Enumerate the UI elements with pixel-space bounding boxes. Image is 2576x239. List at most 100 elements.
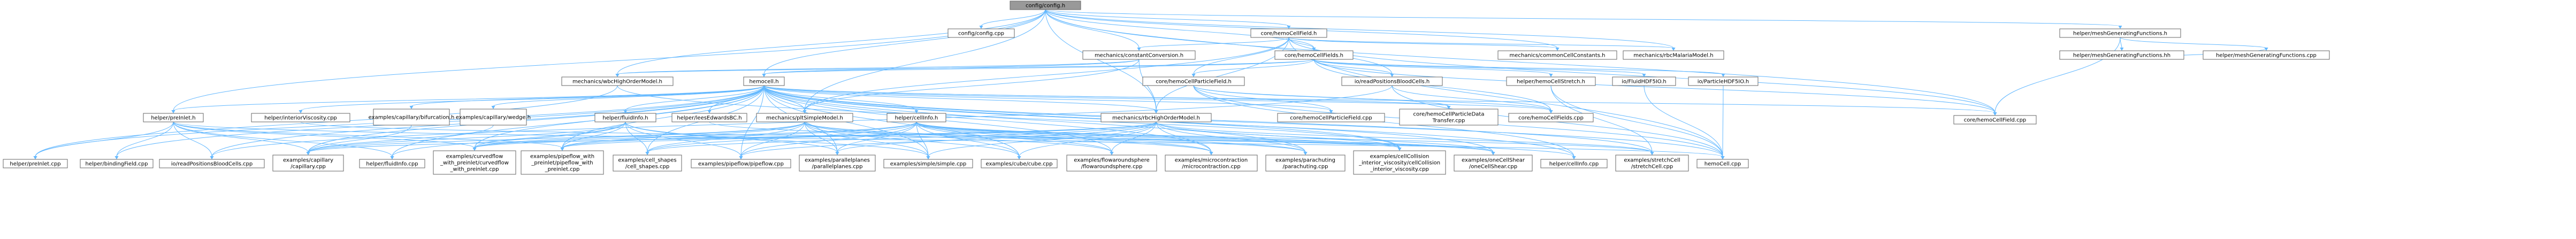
node-parachuting[interactable]: examples/parachuting/parachuting.cpp [1265, 155, 1346, 172]
node-box[interactable] [743, 76, 785, 86]
node-box[interactable] [1399, 109, 1499, 126]
node-preinlet_h[interactable]: helper/preInlet.h [143, 113, 204, 122]
node-box[interactable] [1953, 115, 2037, 125]
node-hcf_cpp[interactable]: core/hemoCellField.cpp [1953, 115, 2037, 125]
node-box[interactable] [359, 159, 425, 168]
node-hemocell[interactable]: hemocell.h [743, 76, 785, 86]
node-wbc[interactable]: mechanics/wbcHighOrderModel.h [561, 76, 674, 86]
node-hemocell_cpp[interactable]: hemoCell.cpp [1696, 159, 1749, 168]
node-curvedflow[interactable]: examples/curvedflow_with_preinlet/curved… [433, 150, 516, 175]
node-readpos_cpp[interactable]: io/readPositionsBloodCells.cpp [159, 159, 265, 168]
node-box[interactable] [1615, 155, 1689, 172]
node-box[interactable] [756, 113, 853, 122]
node-box[interactable] [433, 150, 516, 175]
node-preinlet_cpp[interactable]: helper/preInlet.cpp [3, 159, 68, 168]
node-box[interactable] [1454, 155, 1533, 172]
node-box[interactable] [1688, 76, 1759, 86]
node-rbc[interactable]: mechanics/rbcHighOrderModel.h [1100, 113, 1212, 122]
node-configcpp[interactable]: config/config.cpp [947, 28, 1015, 38]
node-box[interactable] [143, 113, 204, 122]
node-box[interactable] [1165, 155, 1258, 172]
node-box[interactable] [947, 28, 1015, 38]
node-simple[interactable]: examples/simple/simple.cpp [883, 159, 973, 168]
node-pipeflow_pre[interactable]: examples/pipeflow_with_preinlet/pipeflow… [521, 150, 604, 175]
node-box[interactable] [2059, 50, 2184, 60]
node-box[interactable] [886, 113, 946, 122]
node-stretchcell[interactable]: examples/stretchCell/stretchCell.cpp [1615, 155, 1689, 172]
node-box[interactable] [1623, 50, 1724, 60]
node-bifurcation[interactable]: examples/capillary/bifurcation.h [369, 109, 455, 126]
node-fluidinfo_h[interactable]: helper/fluidInfo.h [594, 113, 656, 122]
node-fluidinfo_cpp[interactable]: helper/fluidInfo.cpp [359, 159, 425, 168]
node-pipeflow[interactable]: examples/pipeflow/pipeflow.cpp [691, 159, 791, 168]
node-meshgen_hh[interactable]: helper/meshGeneratingFunctions.hh [2059, 50, 2184, 60]
node-box[interactable] [1250, 28, 1327, 38]
node-box[interactable] [1612, 76, 1676, 86]
node-wedge[interactable]: examples/capillary/wedge.h [456, 109, 531, 126]
node-box[interactable] [521, 150, 604, 175]
node-constconv[interactable]: mechanics/constantConversion.h [1082, 50, 1196, 60]
node-box[interactable] [1277, 113, 1385, 122]
node-box[interactable] [1010, 1, 1081, 10]
node-box[interactable] [1066, 155, 1157, 172]
node-interiorvisc[interactable]: helper/interiorViscosity.cpp [251, 113, 350, 122]
node-box[interactable] [799, 155, 876, 172]
node-cellinfo_h[interactable]: helper/cellInfo.h [886, 113, 946, 122]
node-leeds[interactable]: helper/leesEdwardsBC.h [671, 113, 747, 122]
node-box[interactable] [1353, 150, 1446, 175]
node-hcf_h[interactable]: core/hemoCellField.h [1250, 28, 1327, 38]
node-box[interactable] [1497, 50, 1617, 60]
node-cellinfo_cpp[interactable]: helper/cellInfo.cpp [1540, 159, 1608, 168]
node-meshgen_cpp[interactable]: helper/meshGeneratingFunctions.cpp [2203, 50, 2330, 60]
node-box[interactable] [1508, 113, 1594, 122]
node-cellcollision[interactable]: examples/cellCollision_interior_viscosit… [1353, 150, 1446, 175]
node-hcfs_cpp[interactable]: core/hemoCellFields.cpp [1508, 113, 1594, 122]
node-box[interactable] [1082, 50, 1196, 60]
node-box[interactable] [1265, 155, 1346, 172]
node-flowsphere[interactable]: examples/flowaroundsphere/flowaroundsphe… [1066, 155, 1157, 172]
node-box[interactable] [460, 109, 527, 126]
node-root[interactable]: config/config.h [1010, 1, 1081, 10]
node-box[interactable] [691, 159, 791, 168]
node-microcontr[interactable]: examples/microcontraction/microcontracti… [1165, 155, 1258, 172]
node-parallelplanes[interactable]: examples/parallelplanes/parallelplanes.c… [799, 155, 876, 172]
node-rbcmalaria[interactable]: mechanics/rbcMalariaModel.h [1623, 50, 1724, 60]
node-box[interactable] [1274, 50, 1354, 60]
node-box[interactable] [883, 159, 973, 168]
node-box[interactable] [1142, 76, 1245, 86]
node-hcfs_h[interactable]: core/hemoCellFields.h [1274, 50, 1354, 60]
node-box[interactable] [159, 159, 265, 168]
node-stretch_h[interactable]: helper/hemoCellStretch.h [1506, 76, 1596, 86]
node-box[interactable] [1696, 159, 1749, 168]
node-fluidhdf5[interactable]: io/FluidHDF5IO.h [1612, 76, 1676, 86]
node-commonconst[interactable]: mechanics/commonCellConstants.h [1497, 50, 1617, 60]
node-parthdf5[interactable]: io/ParticleHDF5IO.h [1688, 76, 1759, 86]
node-box[interactable] [1100, 113, 1212, 122]
node-bindingfield[interactable]: helper/bindingField.cpp [80, 159, 154, 168]
node-capillary[interactable]: examples/capillary/capillary.cpp [272, 155, 344, 172]
node-box[interactable] [272, 155, 344, 172]
node-box[interactable] [373, 109, 450, 126]
node-box[interactable] [1341, 76, 1443, 86]
node-box[interactable] [251, 113, 350, 122]
node-box[interactable] [80, 159, 154, 168]
node-cellshapes[interactable]: examples/cell_shapes/cell_shapes.cpp [613, 155, 682, 172]
node-box[interactable] [1540, 159, 1608, 168]
node-box[interactable] [2203, 50, 2330, 60]
node-hcpf_cpp[interactable]: core/hemoCellParticleField.cpp [1277, 113, 1385, 122]
node-readpos_h[interactable]: io/readPositionsBloodCells.h [1341, 76, 1443, 86]
node-box[interactable] [561, 76, 674, 86]
node-cube[interactable]: examples/cube/cube.cpp [981, 159, 1058, 168]
node-box[interactable] [613, 155, 682, 172]
node-box[interactable] [594, 113, 656, 122]
node-hcpf_h[interactable]: core/hemoCellParticleField.h [1142, 76, 1245, 86]
node-box[interactable] [981, 159, 1058, 168]
node-meshgen_h[interactable]: helper/meshGeneratingFunctions.h [2059, 28, 2181, 38]
node-box[interactable] [671, 113, 747, 122]
node-box[interactable] [3, 159, 68, 168]
node-onecellshear[interactable]: examples/oneCellShear/oneCellShear.cpp [1454, 155, 1533, 172]
node-box[interactable] [1506, 76, 1596, 86]
node-pbc[interactable]: mechanics/pltSimpleModel.h [756, 113, 853, 122]
node-box[interactable] [2059, 28, 2181, 38]
